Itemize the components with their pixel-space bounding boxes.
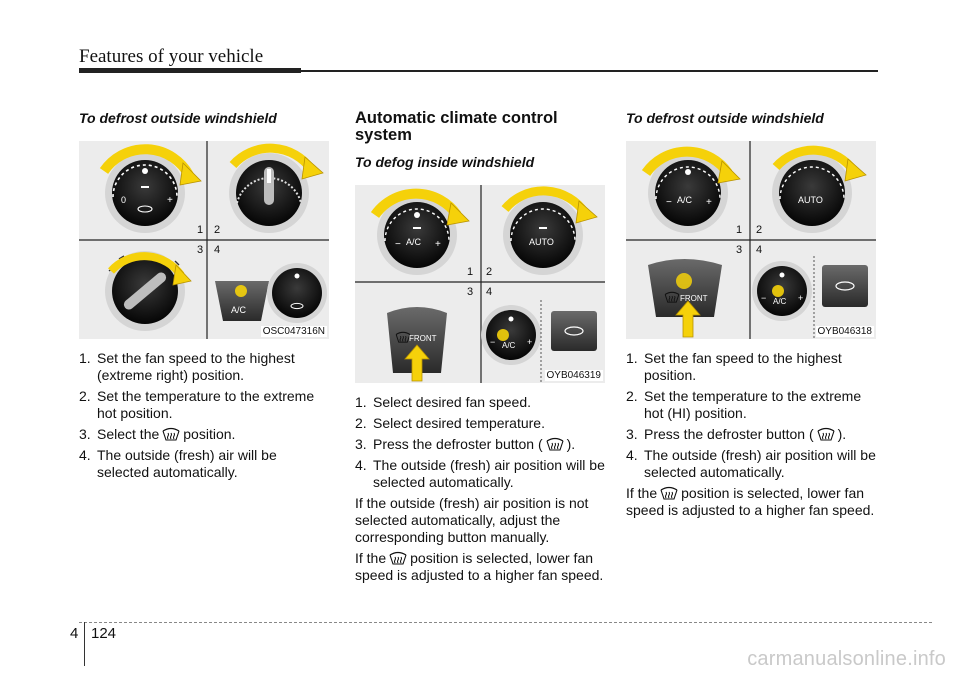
front-defrost-button	[387, 307, 447, 373]
figure-oyb046319: A/C − + AUTO 1 2 3 4 FRONT	[355, 185, 605, 383]
svg-text:A/C: A/C	[677, 195, 693, 205]
figure-code: OYB046318	[815, 326, 874, 337]
step-item: 4.The outside (fresh) air will be select…	[79, 447, 277, 480]
defrost-icon	[817, 427, 835, 441]
quadrant-label-3: 3	[736, 244, 742, 256]
svg-text:AUTO: AUTO	[798, 195, 823, 205]
defrost-icon	[389, 551, 407, 565]
figure-code: OYB046319	[544, 370, 603, 381]
svg-text:−: −	[761, 293, 766, 303]
svg-text:A/C: A/C	[231, 305, 247, 315]
svg-text:−: −	[395, 239, 401, 250]
svg-text:+: +	[167, 195, 173, 206]
header-bar	[79, 68, 301, 73]
figure-oyb046318: A/C − + AUTO 1 2 3 4 FRONT	[626, 141, 876, 339]
step-item: 1.Set the fan speed to the highest posit…	[626, 350, 842, 383]
quadrant-label-3: 3	[197, 244, 203, 256]
svg-text:A/C: A/C	[773, 297, 787, 306]
column-left: To defrost outside windshield 0 +	[79, 110, 329, 485]
defrost-icon	[546, 437, 564, 451]
quadrant-label-1: 1	[467, 266, 473, 278]
step-item: 2.Select desired temperature.	[355, 415, 545, 431]
defrost-icon	[660, 486, 678, 500]
quadrant-label-2: 2	[486, 266, 492, 278]
section-heading: To defrost outside windshield	[626, 110, 824, 126]
step-item: 1.Set the fan speed to the highest (extr…	[79, 350, 295, 383]
svg-text:−: −	[490, 337, 495, 347]
quadrant-label-4: 4	[486, 286, 492, 298]
svg-text:AUTO: AUTO	[529, 237, 554, 247]
recirculation-button	[822, 265, 868, 307]
page-header-title: Features of your vehicle	[79, 46, 264, 67]
quadrant-label-1: 1	[736, 224, 742, 236]
svg-text:−: −	[666, 197, 672, 208]
quadrant-label-4: 4	[756, 244, 762, 256]
header-rule	[301, 70, 878, 72]
step-item: 4.The outside (fresh) air position will …	[355, 457, 605, 490]
step-item: 4.The outside (fresh) air position will …	[626, 447, 876, 480]
section-heading: To defrost outside windshield	[79, 110, 277, 126]
step-item: 3.Press the defroster button ().	[626, 426, 847, 442]
rotate-arrow	[99, 144, 194, 178]
press-arrow	[404, 344, 430, 382]
page-number-separator	[84, 622, 85, 666]
footer-rule	[79, 622, 932, 623]
quadrant-label-2: 2	[214, 224, 220, 236]
quadrant-label-1: 1	[197, 224, 203, 236]
page-number: 124	[91, 625, 117, 642]
section-subheading: To defog inside windshield	[355, 154, 535, 170]
column-right: To defrost outside windshield A/C − + AU…	[626, 110, 876, 519]
step-item: 2.Set the temperature to the extreme hot…	[79, 388, 315, 421]
figure-code: OSC047316N	[260, 326, 327, 337]
recirculation-button	[551, 311, 597, 351]
step-item: 1.Select desired fan speed.	[355, 394, 531, 410]
svg-text:0: 0	[121, 195, 126, 205]
steps-list: 1.Select desired fan speed. 2.Select des…	[355, 394, 605, 491]
fan-knob: 0 +	[105, 153, 185, 233]
svg-text:FRONT: FRONT	[680, 294, 708, 303]
press-arrow	[675, 300, 701, 338]
watermark: carmanualsonline.info	[747, 648, 946, 670]
ac-button	[215, 281, 269, 321]
quadrant-label-4: 4	[214, 244, 220, 256]
svg-text:A/C: A/C	[502, 341, 516, 350]
quadrant-label-3: 3	[467, 286, 473, 298]
column-middle: Automatic climate control system To defo…	[355, 110, 605, 584]
svg-text:A/C: A/C	[406, 237, 422, 247]
temperature-knob	[229, 153, 309, 233]
section-heading-main: Automatic climate control system	[355, 109, 558, 144]
figure-osc047316n: 0 + 1 2 3 4	[79, 141, 329, 339]
steps-list: 1.Set the fan speed to the highest posit…	[626, 350, 876, 481]
svg-text:+: +	[527, 337, 532, 347]
svg-text:+: +	[706, 197, 712, 208]
svg-text:FRONT: FRONT	[409, 334, 437, 343]
paragraph: If the outside (fresh) air position is n…	[355, 495, 589, 545]
quadrant-label-2: 2	[756, 224, 762, 236]
svg-text:+: +	[435, 239, 441, 250]
mode-knob	[105, 251, 185, 331]
chapter-number: 4	[70, 625, 79, 642]
svg-text:+: +	[798, 293, 803, 303]
steps-list: 1.Set the fan speed to the highest (extr…	[79, 350, 329, 481]
step-item: 3.Press the defroster button ().	[355, 436, 576, 452]
step-item: 2.Set the temperature to the extreme hot…	[626, 388, 862, 421]
defrost-icon	[162, 427, 180, 441]
